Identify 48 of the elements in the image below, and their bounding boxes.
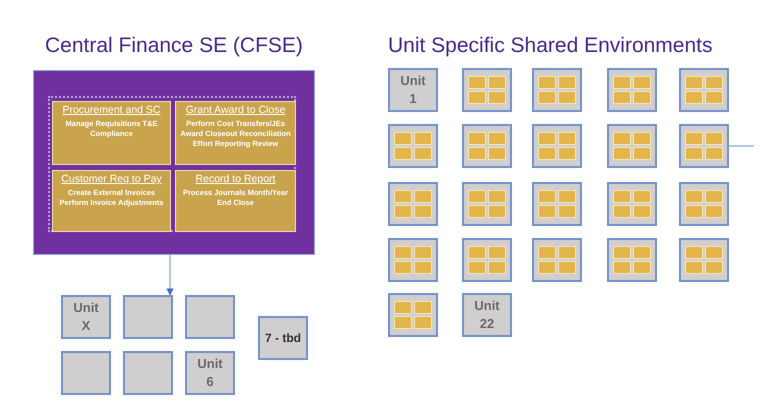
unit-box — [123, 295, 173, 339]
unit-box — [258, 316, 308, 360]
unit-label: Unit 6 — [196, 355, 224, 391]
mini-diagram — [607, 124, 657, 168]
connector-line — [729, 145, 754, 147]
mini-diagram — [607, 68, 657, 112]
dotted-frame — [48, 96, 296, 232]
mini-diagram — [462, 68, 512, 112]
unit-box — [61, 351, 111, 395]
mini-diagram — [532, 238, 582, 282]
mini-diagram — [388, 124, 438, 168]
process-heading: Procurement and SC — [62, 104, 161, 117]
section-title: Unit Specific Shared Environments — [388, 33, 712, 59]
mini-diagram — [679, 238, 729, 282]
unit-box — [185, 295, 235, 339]
unit-label: Unit X — [72, 299, 100, 335]
process-heading: Record to Report — [196, 173, 276, 186]
mini-diagram — [679, 68, 729, 112]
mini-diagram — [532, 124, 582, 168]
mini-diagram — [462, 238, 512, 282]
unit-box — [462, 293, 512, 337]
mini-diagram — [388, 182, 438, 226]
unit-label: 7 - tbd — [265, 330, 301, 347]
arrow — [166, 255, 174, 296]
unit-box — [123, 351, 173, 395]
unit-box — [388, 68, 438, 112]
mini-diagram — [462, 182, 512, 226]
mini-diagram — [532, 68, 582, 112]
unit-label: Unit 22 — [473, 297, 501, 333]
section-title: Central Finance SE (CFSE) — [45, 33, 303, 59]
process-box — [52, 101, 171, 165]
unit-label: Unit 1 — [399, 72, 427, 108]
mini-diagram — [607, 182, 657, 226]
mini-diagram — [388, 238, 438, 282]
finance-panel — [33, 70, 315, 255]
mini-diagram — [532, 182, 582, 226]
mini-diagram — [679, 182, 729, 226]
unit-box — [185, 351, 235, 395]
process-box — [175, 170, 296, 232]
process-heading: Grant Award to Close — [186, 104, 286, 117]
mini-diagram — [607, 238, 657, 282]
process-box — [175, 101, 296, 165]
mini-diagram — [679, 124, 729, 168]
mini-diagram — [462, 124, 512, 168]
process-box — [52, 170, 171, 232]
mini-diagram — [388, 293, 438, 337]
process-heading: Customer Req to Pay — [61, 173, 162, 186]
unit-box — [61, 295, 111, 339]
